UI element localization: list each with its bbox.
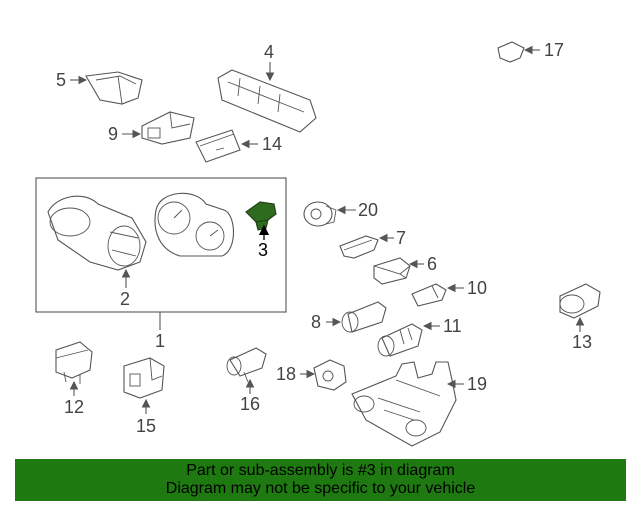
part-5[interactable] <box>85 71 143 105</box>
part-17[interactable] <box>497 41 525 63</box>
notice-banner: Part or sub-assembly is #3 in diagram Di… <box>15 459 626 501</box>
part-14[interactable] <box>195 129 241 163</box>
part-18[interactable] <box>313 359 347 391</box>
part-2[interactable] <box>47 195 147 271</box>
part-20[interactable] <box>303 201 337 227</box>
part-8[interactable] <box>341 301 387 333</box>
assembly-1-frame <box>35 177 287 313</box>
callout-19: 19 <box>467 374 487 394</box>
callout-15: 15 <box>136 416 156 436</box>
callout-14: 14 <box>262 134 282 154</box>
part-15[interactable] <box>123 357 165 399</box>
banner-line-2: Diagram may not be specific to your vehi… <box>165 480 476 497</box>
callout-12: 12 <box>64 397 84 417</box>
part-16[interactable] <box>226 347 267 383</box>
callout-3: 3 <box>258 240 268 260</box>
callout-7: 7 <box>396 228 406 248</box>
callout-4: 4 <box>264 42 274 62</box>
instrument-cluster[interactable] <box>154 192 234 257</box>
callout-17: 17 <box>544 40 564 60</box>
callout-13: 13 <box>572 332 592 352</box>
callout-10: 10 <box>467 278 487 298</box>
callout-5: 5 <box>56 70 66 90</box>
callout-16: 16 <box>240 394 260 414</box>
callout-18: 18 <box>276 364 296 384</box>
part-10[interactable] <box>411 283 447 307</box>
callout-6: 6 <box>427 254 437 274</box>
part-19[interactable] <box>351 361 457 447</box>
callout-20: 20 <box>358 200 378 220</box>
callout-8: 8 <box>311 312 321 332</box>
callout-2: 2 <box>120 289 130 309</box>
part-11[interactable] <box>377 323 423 357</box>
banner-line-1: Part or sub-assembly is #3 in diagram <box>186 462 455 479</box>
part-6[interactable] <box>373 257 411 285</box>
callout-11: 11 <box>443 316 462 336</box>
part-9[interactable] <box>141 111 195 145</box>
part-7[interactable] <box>339 235 379 259</box>
callout-1: 1 <box>155 331 165 351</box>
part-3-highlighted[interactable] <box>245 201 277 231</box>
part-13[interactable] <box>559 283 601 319</box>
part-12[interactable] <box>55 341 93 384</box>
callout-9: 9 <box>108 124 118 144</box>
part-4[interactable] <box>217 69 317 133</box>
